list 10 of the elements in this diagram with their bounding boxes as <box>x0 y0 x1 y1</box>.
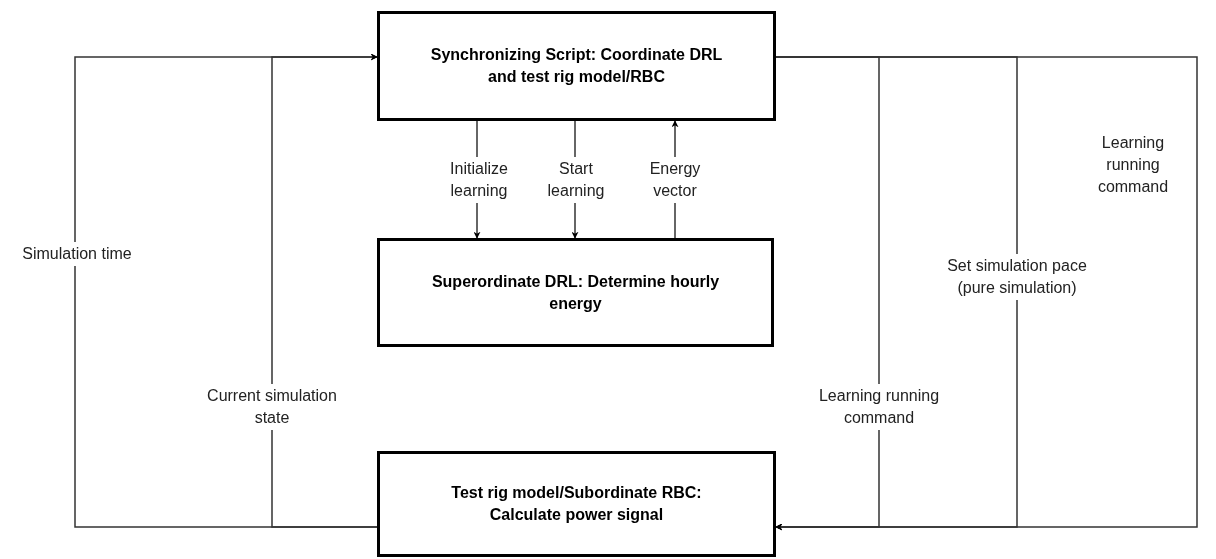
connector-arrow <box>775 56 1198 531</box>
node-label: Test rig model/Subordinate RBC: Calculate power signal <box>450 483 703 525</box>
process-box <box>377 11 776 121</box>
edge-label: Set simulation pace (pure simulation) <box>945 254 1089 300</box>
edge-label: Simulation time <box>20 242 134 266</box>
node-label: Synchronizing Script: Coordinate DRL and test rig model/RBC <box>429 45 724 87</box>
node-label: Superordinate DRL: Determine hourly energy <box>430 271 721 314</box>
connector-arrow <box>271 53 378 528</box>
process-box <box>377 451 776 557</box>
process-box <box>377 238 774 347</box>
